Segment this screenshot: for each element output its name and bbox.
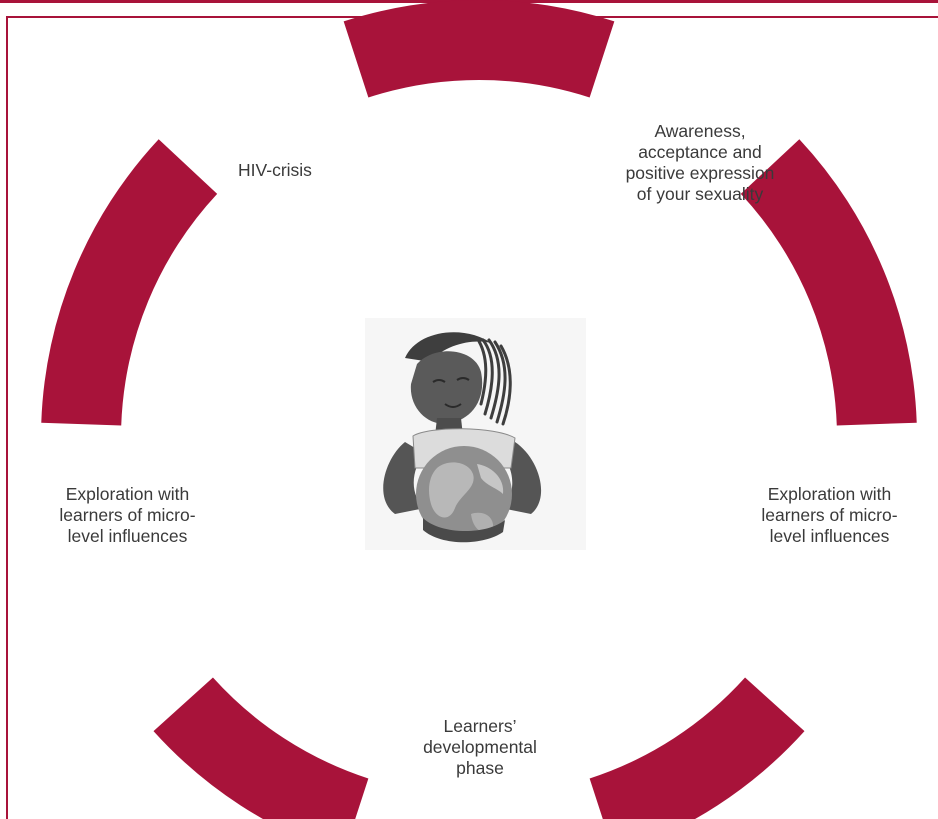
woman-globe-illustration [365,318,586,550]
ring-segment-lower-right [589,677,805,819]
frame-left-rule [6,16,8,819]
ring-segment-upper-left [41,139,218,426]
cycle-ring [41,0,917,819]
ring-segment-upper-right [740,139,917,426]
woman-globe-icon [383,332,542,543]
ring-segment-top [343,0,615,98]
label-hiv-crisis: HIV-crisis [238,160,312,180]
ring-segment-lower-left [153,677,369,819]
